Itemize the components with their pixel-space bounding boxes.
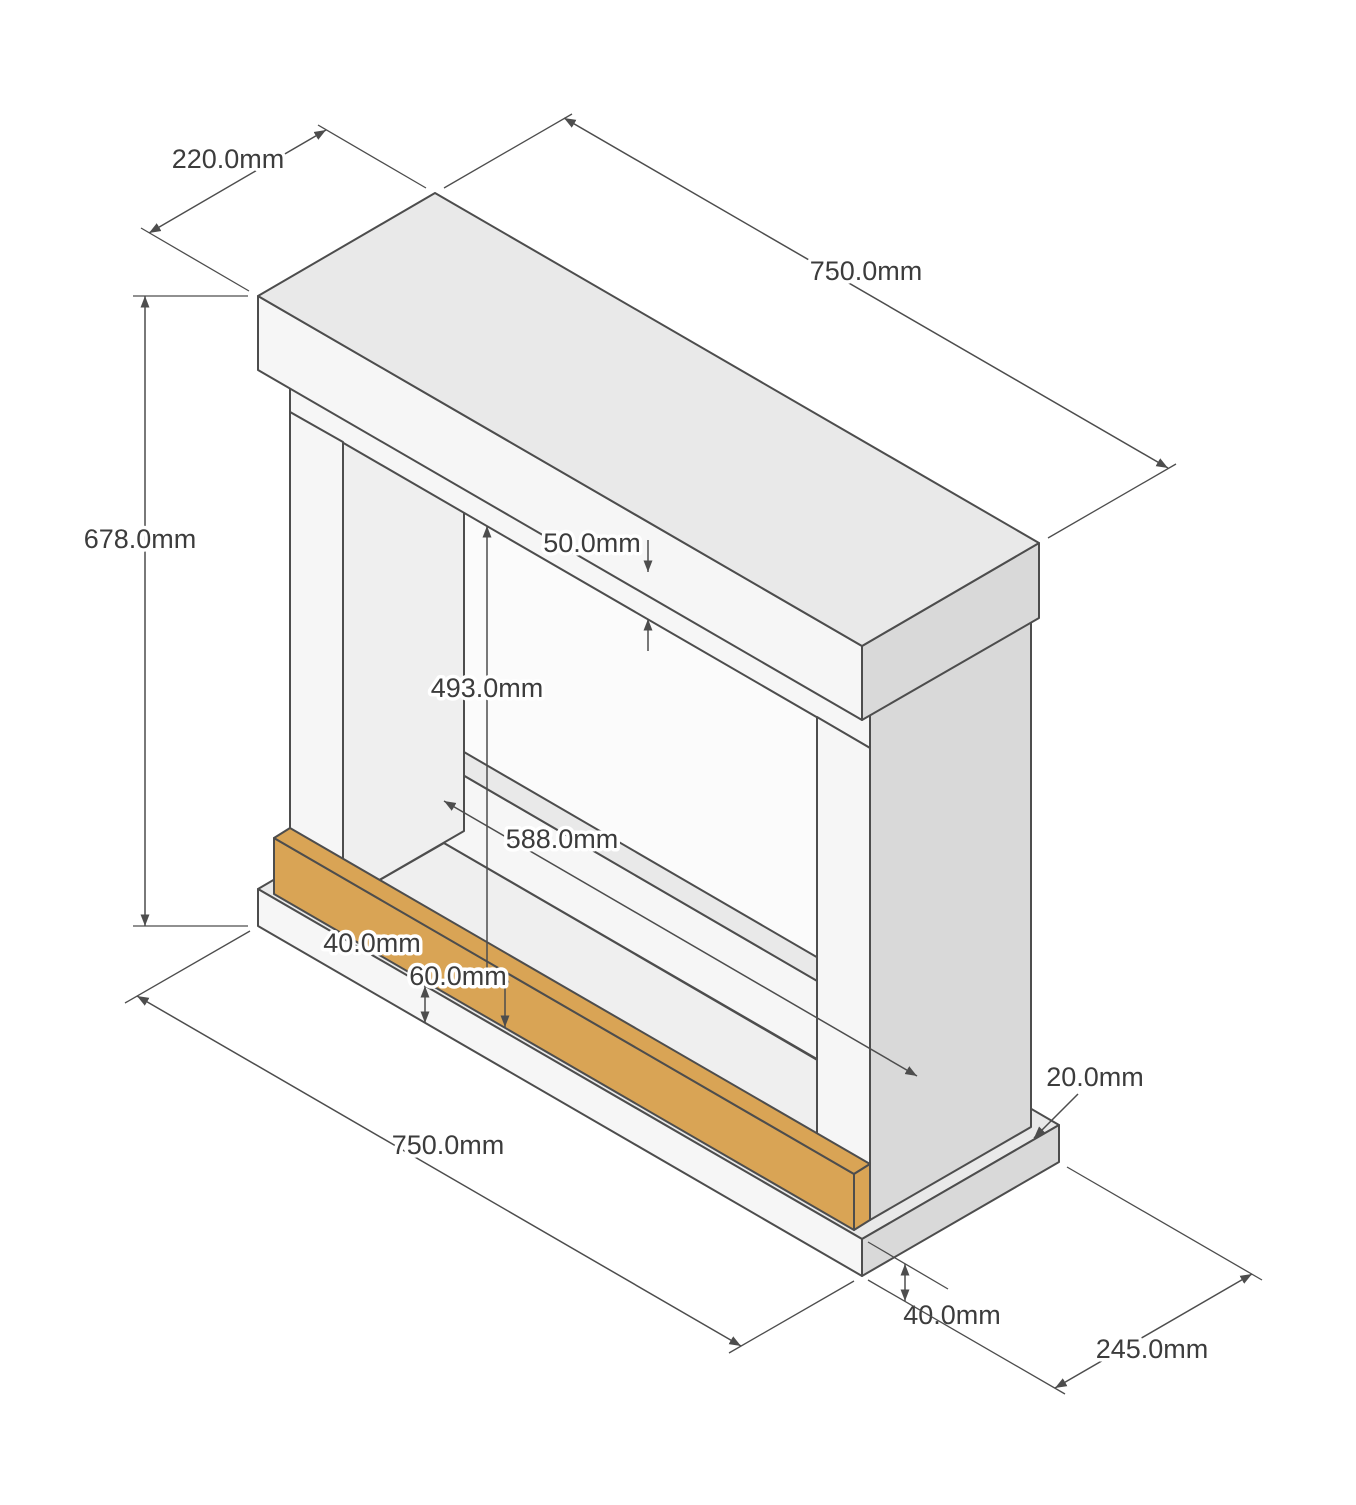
leader-line [1033,1093,1079,1139]
extension-line [1066,1166,1263,1281]
dim-shelf-width: 750.0mm [443,113,1177,539]
dim-trim-height: 60.0mm [406,958,510,1027]
dim-base-width: 750.0mm [124,930,855,1354]
dim-label-base-height: 40.0mm [903,1300,1001,1330]
extension-line [867,1279,1066,1395]
dimension-line [148,129,327,234]
dim-label-hearth-step: 40.0mm [323,928,421,958]
base-end-face [861,1124,1060,1277]
extension-line [317,124,427,189]
dim-label-opening-width: 588.0mm [506,824,619,854]
dim-shelf-depth: 220.0mm [140,124,427,292]
dimension-line [136,995,742,1347]
dim-label-opening-height: 493.0mm [431,673,544,703]
trim-end-face [853,1163,871,1231]
extension-line [728,1280,855,1354]
dim-base-depth: 245.0mm [867,1166,1263,1395]
dimension-line [563,117,1169,469]
dim-opening-height: 493.0mm [427,526,547,984]
dimension-line [443,800,918,1077]
dim-base-height: 40.0mm [867,1241,1004,1334]
dim-label-overall-height: 678.0mm [84,524,197,554]
dim-label-shelf-width: 750.0mm [810,256,923,286]
dimension-line [1054,1273,1253,1389]
extension-line [140,227,250,292]
dim-overall-height: 678.0mm [80,295,248,927]
dim-label-shelf-depth: 220.0mm [172,144,285,174]
extension-line [124,930,251,1004]
dim-label-base-width: 750.0mm [392,1130,505,1160]
dim-label-trim-depth: 20.0mm [1046,1062,1144,1092]
dim-hearth-step: 40.0mm [320,925,430,1023]
dim-label-trim-height: 60.0mm [409,961,507,991]
dim-trim-depth: 20.0mm [1033,1059,1147,1139]
extension-line [1047,463,1177,539]
dim-opening-width: 588.0mm [443,800,918,1077]
dim-label-header-height: 50.0mm [543,528,641,558]
extension-line [443,113,573,189]
dim-header-height: 50.0mm [540,525,653,651]
dim-label-base-depth: 245.0mm [1096,1334,1209,1364]
